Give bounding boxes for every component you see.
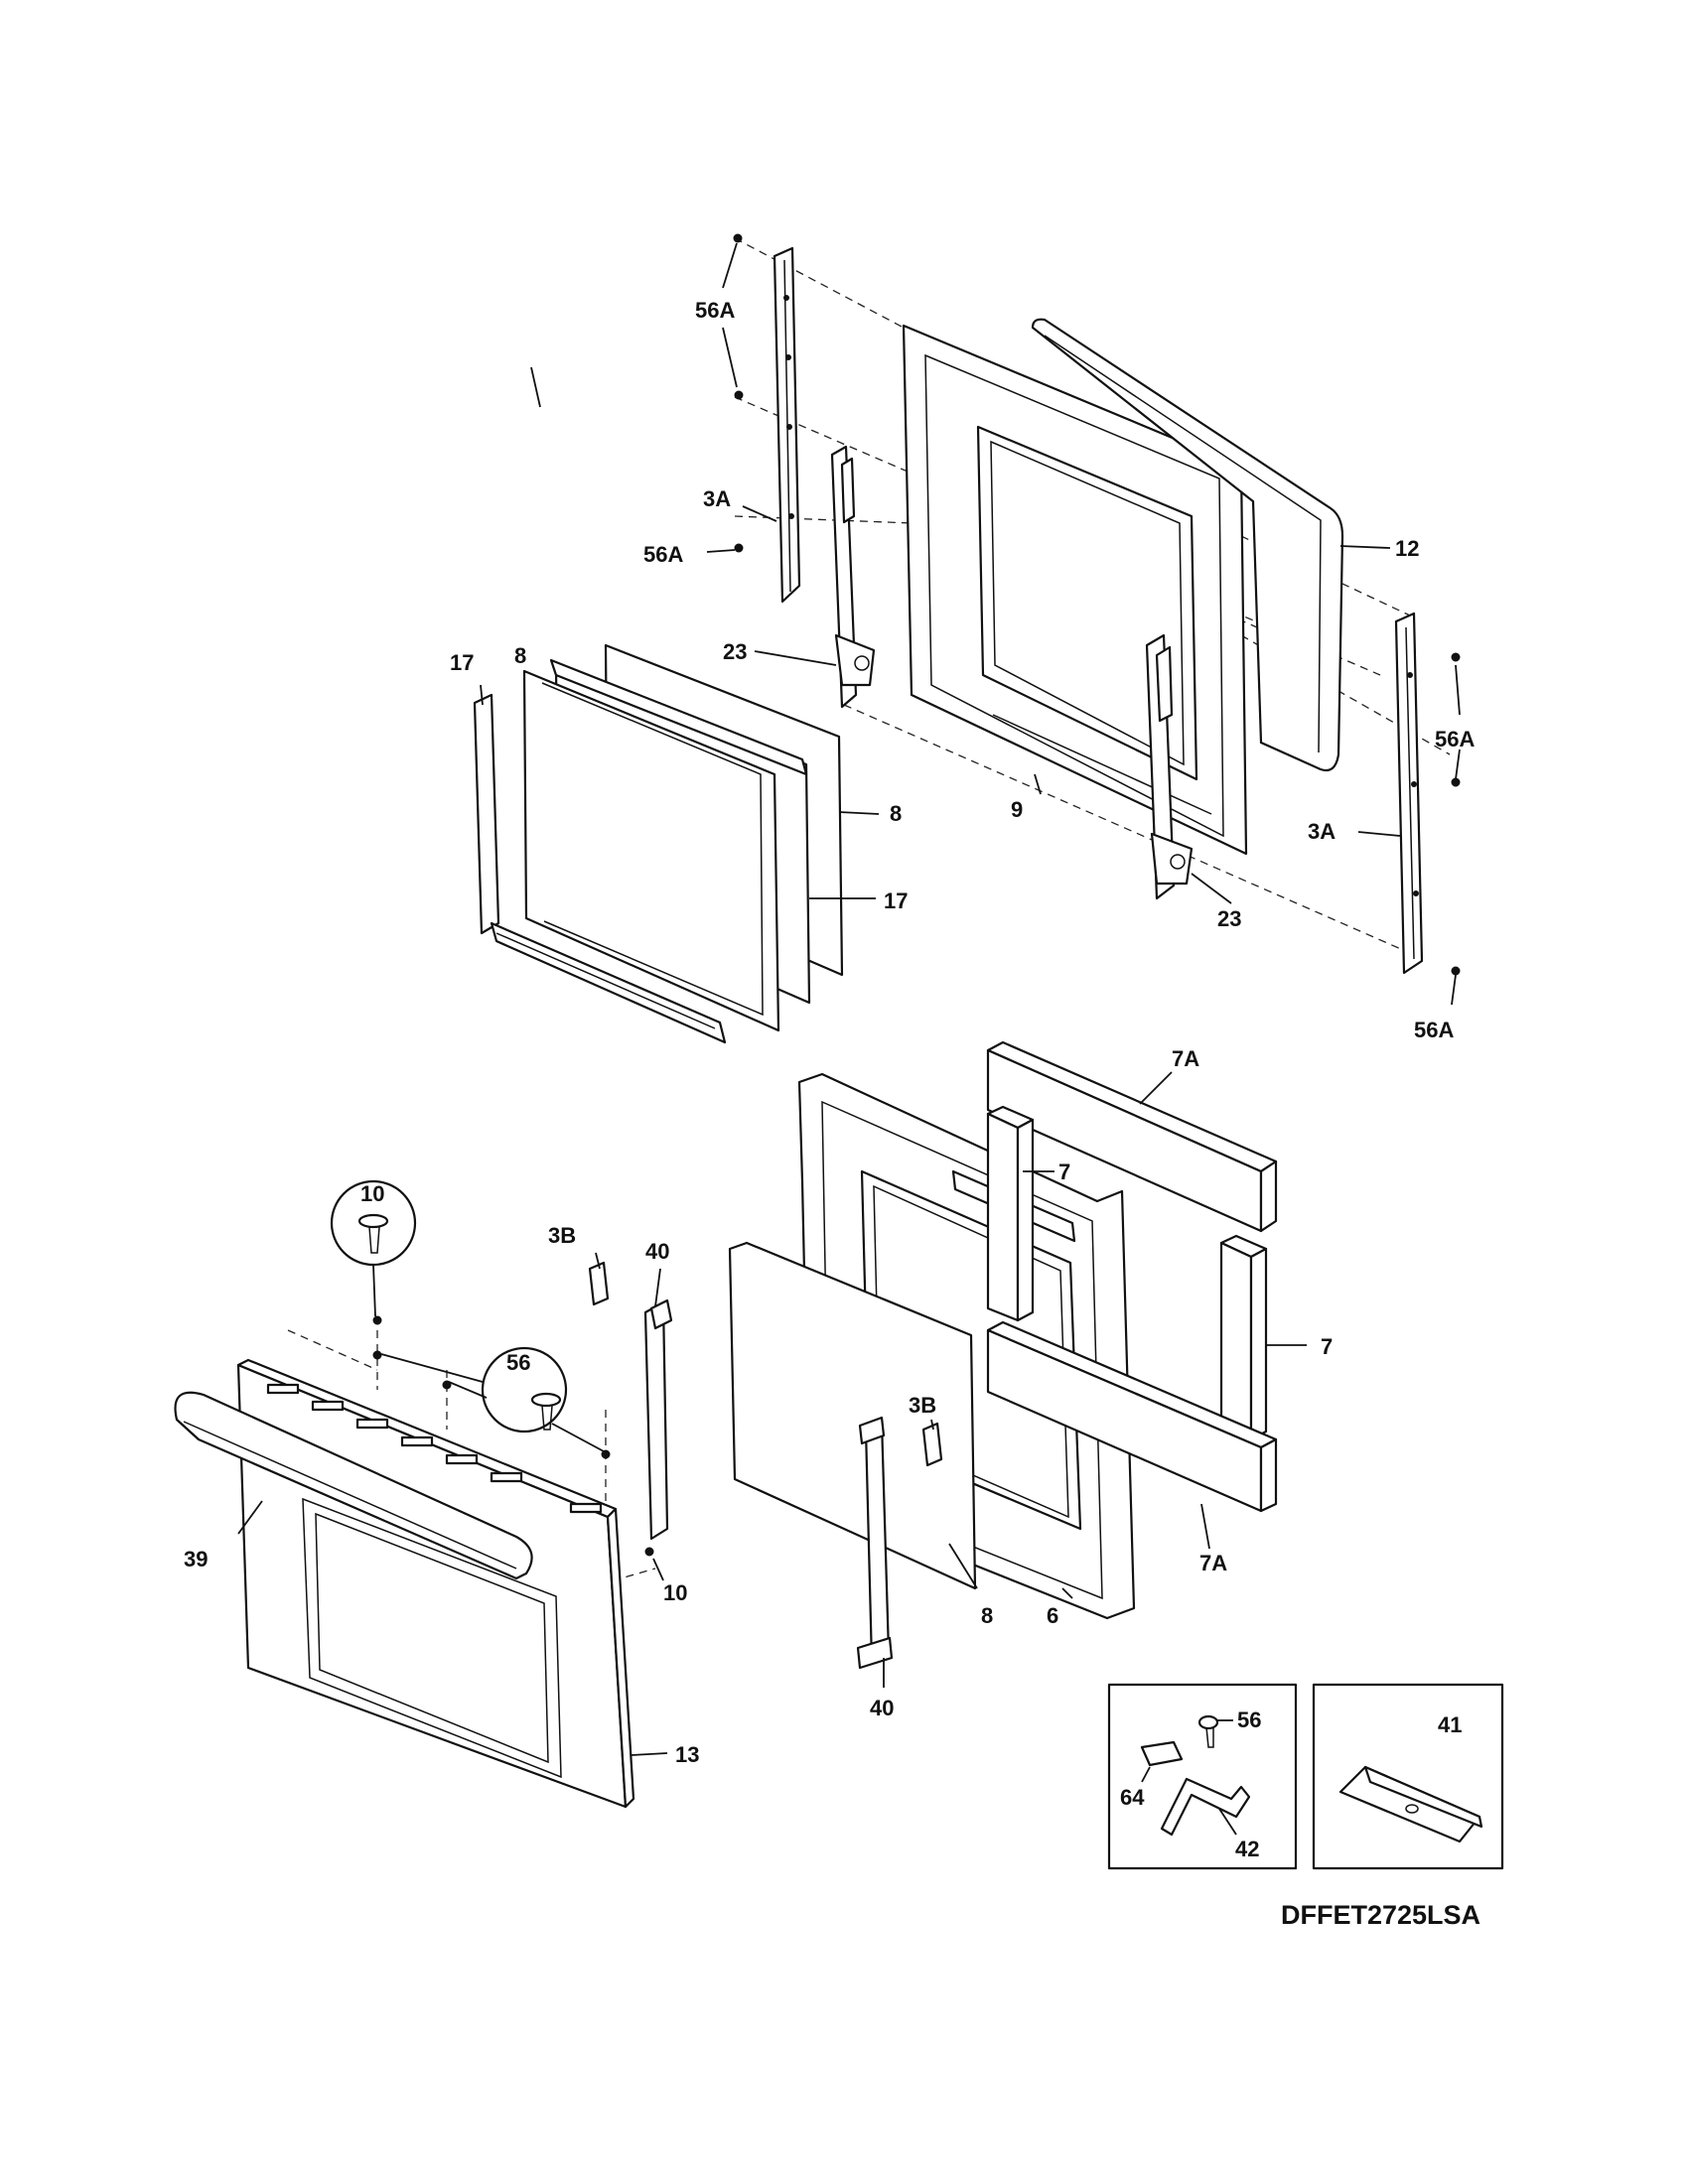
callout-41: 41	[1438, 1712, 1462, 1737]
callout-56a: 56A	[1435, 727, 1475, 751]
hinge-channel-3a-right	[1394, 612, 1424, 975]
hinge-23-left	[830, 445, 876, 709]
callout-56: 56	[1237, 1707, 1261, 1732]
callout-3a: 3A	[703, 486, 731, 511]
callout-40: 40	[870, 1696, 894, 1720]
callout-13: 13	[675, 1742, 699, 1767]
callout-23: 23	[1217, 906, 1241, 931]
screws-lower	[372, 1315, 654, 1557]
detail-circle-56	[380, 1346, 605, 1452]
callout-3a: 3A	[1308, 819, 1336, 844]
callout-56a: 56A	[1414, 1018, 1454, 1042]
callout-23: 23	[723, 639, 747, 664]
clip-3b-upper	[588, 1261, 610, 1306]
inset-box-right	[1312, 1683, 1504, 1870]
screw-56a-right	[1451, 652, 1461, 976]
callout-9: 9	[1011, 797, 1023, 822]
callout-7a: 7A	[1172, 1046, 1199, 1071]
bracket-40-upper	[643, 1298, 673, 1541]
callout-42: 42	[1235, 1837, 1259, 1861]
clip-3b-lower	[921, 1422, 943, 1467]
callout-3b: 3B	[548, 1223, 576, 1248]
hinge-23-right	[1145, 633, 1194, 900]
callout-7: 7	[1058, 1160, 1070, 1184]
callout-56: 56	[506, 1350, 530, 1375]
callout-10: 10	[360, 1181, 384, 1206]
callout-56a: 56A	[643, 542, 683, 567]
callout-8: 8	[890, 801, 902, 826]
door-gasket-12	[1031, 318, 1344, 772]
bracket-40-lower	[856, 1416, 894, 1670]
leader-lines	[237, 242, 1461, 1836]
callout-10: 10	[663, 1580, 687, 1605]
callout-56a: 56A	[695, 298, 735, 323]
inset-box-left	[1107, 1683, 1298, 1870]
callout-3b: 3B	[909, 1393, 936, 1418]
callout-6: 6	[1047, 1603, 1058, 1628]
callout-17: 17	[450, 650, 474, 675]
callout-17: 17	[884, 888, 908, 913]
detail-circle-10	[330, 1179, 417, 1317]
screw-56a-upper	[733, 233, 744, 553]
glass-and-frame-8-17	[473, 643, 844, 1044]
callout-39: 39	[184, 1547, 208, 1571]
insulation-7a-7	[986, 1040, 1278, 1513]
callout-12: 12	[1395, 536, 1419, 561]
inner-door-panel-9	[902, 324, 1248, 856]
callout-labels: 56A 3A 56A 12 8 17 23 9 56A 3A 8 17 23 5…	[184, 298, 1480, 1930]
door-handle-39	[174, 1391, 533, 1580]
hinge-channel-3a-left	[773, 246, 801, 604]
callout-64: 64	[1120, 1785, 1145, 1810]
callout-40: 40	[645, 1239, 669, 1264]
glass-8-lower	[728, 1241, 977, 1590]
callout-8: 8	[514, 643, 526, 668]
outer-door-13	[236, 1358, 635, 1809]
callout-8: 8	[981, 1603, 993, 1628]
callout-7: 7	[1321, 1334, 1333, 1359]
callout-7a: 7A	[1199, 1551, 1227, 1575]
model-number: DFFET2725LSA	[1281, 1900, 1480, 1930]
